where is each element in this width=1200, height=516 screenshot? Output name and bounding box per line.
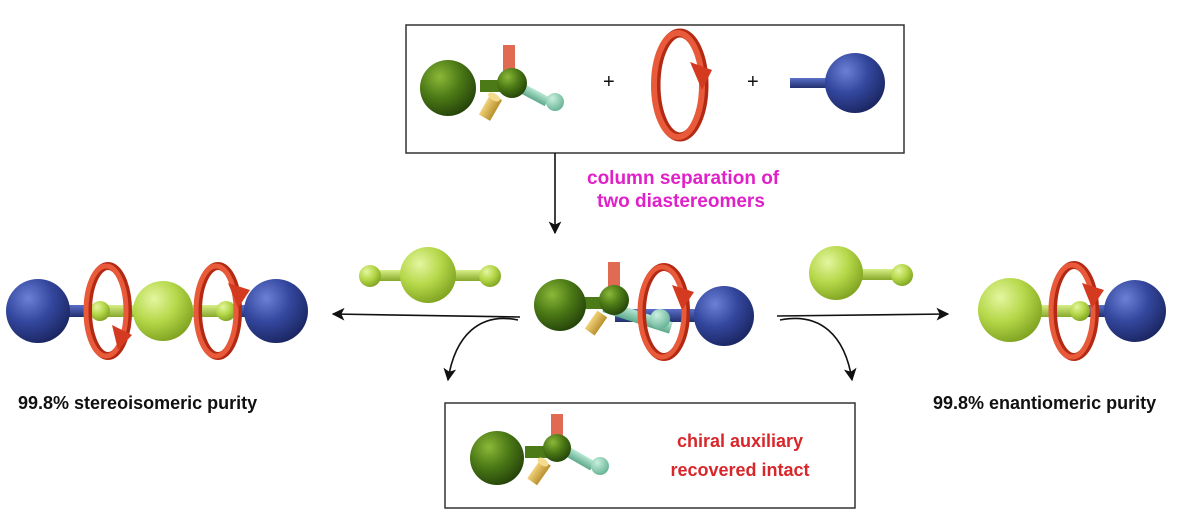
chiral-auxiliary-recovered-icon (470, 414, 609, 486)
arrow-to-left-product (331, 307, 521, 321)
right-rotaxane-product-icon (978, 261, 1166, 361)
light-green-axle-left-icon (359, 247, 501, 303)
plus-sign-2: + (747, 71, 759, 93)
left-rotaxane-product-icon (6, 262, 308, 360)
separation-note-line2: two diastereomers (597, 191, 765, 212)
recovered-box (444, 402, 856, 509)
separation-note-line1: column separation of (587, 168, 780, 189)
macrocycle-ring-icon (651, 28, 712, 142)
chiral-auxiliary-top-icon (420, 45, 564, 121)
recovered-note-line2: recovered intact (670, 460, 809, 480)
plus-sign-1: + (603, 71, 615, 93)
blue-stopper-icon (790, 53, 885, 113)
recovered-note-line1: chiral auxiliary (677, 431, 803, 451)
arrow-to-right-product (776, 307, 950, 321)
right-product-caption: 99.8% enantiomeric purity (933, 393, 1156, 413)
reactants-box (405, 24, 905, 154)
diastereomer-rotaxane-icon (534, 262, 754, 361)
arrow-to-recovered-left (443, 317, 519, 382)
left-product-caption: 99.8% stereoisomeric purity (18, 393, 257, 413)
arrow-to-recovered-right (779, 317, 857, 382)
light-green-half-axle-right-icon (809, 246, 913, 300)
